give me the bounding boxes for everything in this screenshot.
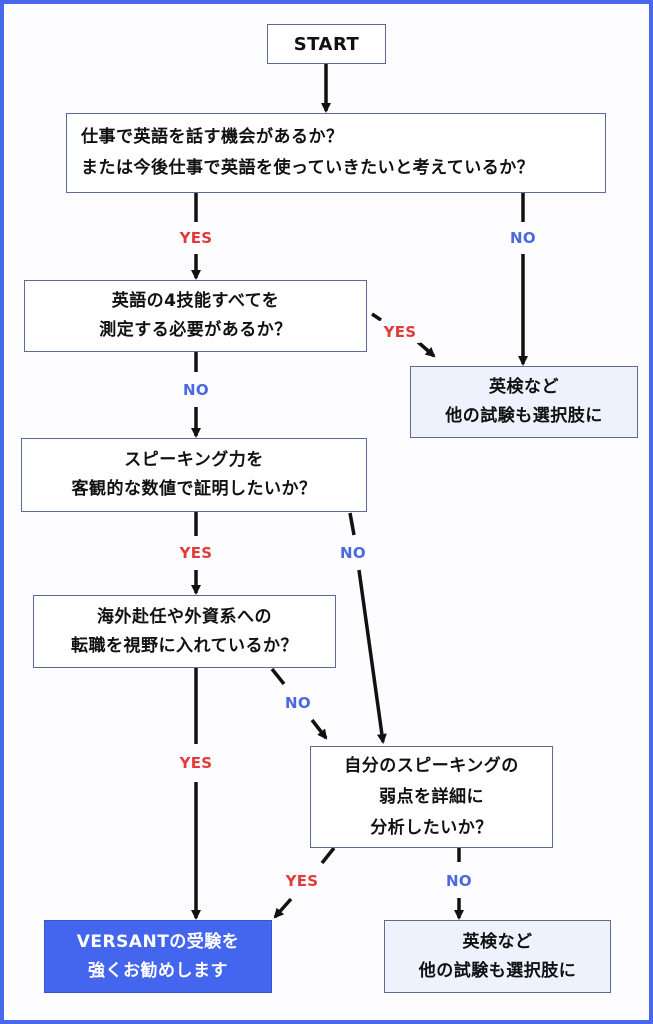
question-line: 測定する必要があるか？ <box>99 320 292 340</box>
question-line: 分析したいか？ <box>370 817 493 838</box>
start-node: START <box>267 24 386 64</box>
result-line: 英検など <box>489 377 559 397</box>
arrow-q2-yes-segment <box>371 312 382 322</box>
arrow-q4-no <box>310 718 328 740</box>
question-line: 客観的な数値で証明したいか？ <box>71 479 317 499</box>
edge-label-q1-yes: YES <box>175 227 217 249</box>
question-analyze-weakness: 自分のスピーキングの 弱点を詳細に 分析したいか？ <box>310 746 553 848</box>
result-other-tests-top: 英検など 他の試験も選択肢に <box>410 366 638 438</box>
edge-label-q5-yes: YES <box>281 870 323 892</box>
question-line: 転職を視野に入れているか？ <box>71 635 298 656</box>
edge-label-q3-yes: YES <box>175 542 217 564</box>
arrow-q3-no <box>357 569 387 744</box>
start-label: START <box>293 33 360 55</box>
question-four-skills: 英語の4技能すべてを 測定する必要があるか？ <box>24 280 367 352</box>
question-line: 英語の4技能すべてを <box>111 291 280 311</box>
edge-label-q2-no: NO <box>179 379 213 401</box>
arrow-q5-yes <box>273 897 293 919</box>
result-versant-recommended: VERSANTの受験を 強くお勧めします <box>44 920 272 993</box>
question-work-english: 仕事で英語を話す機会があるか？ または今後仕事で英語を使っていきたいと考えている… <box>66 113 606 193</box>
result-line: 他の試験も選択肢に <box>418 960 577 981</box>
result-line: 他の試験も選択肢に <box>445 406 603 426</box>
question-line: 仕事で英語を話す機会があるか？ <box>81 127 344 147</box>
result-line: 強くお勧めします <box>88 960 228 981</box>
question-line: または今後仕事で英語を使っていきたいと考えているか？ <box>81 158 535 178</box>
question-overseas-career: 海外赴任や外資系への 転職を視野に入れているか？ <box>33 595 336 668</box>
edge-label-q4-no: NO <box>281 692 315 714</box>
edge-label-q4-yes: YES <box>175 752 217 774</box>
question-line: 海外赴任や外資系への <box>97 606 272 627</box>
result-line: 英検など <box>462 931 533 952</box>
question-line: 弱点を詳細に <box>379 786 484 807</box>
question-line: スピーキング力を <box>124 450 264 470</box>
result-line: VERSANTの受験を <box>76 931 240 952</box>
result-other-tests-bottom: 英検など 他の試験も選択肢に <box>384 920 611 993</box>
question-line: 自分のスピーキングの <box>344 755 519 776</box>
edge-label-q3-no: NO <box>336 542 370 564</box>
question-prove-speaking: スピーキング力を 客観的な数値で証明したいか？ <box>21 438 367 512</box>
edge-label-q5-no: NO <box>442 870 476 892</box>
arrow-q3-no-segment <box>348 512 356 536</box>
arrow-q5-yes-segment <box>320 846 336 865</box>
arrow-q4-no-segment <box>270 667 286 686</box>
edge-label-q2-yes: YES <box>379 321 421 343</box>
arrow-q2-yes <box>416 340 436 358</box>
edge-label-q1-no: NO <box>506 227 540 249</box>
